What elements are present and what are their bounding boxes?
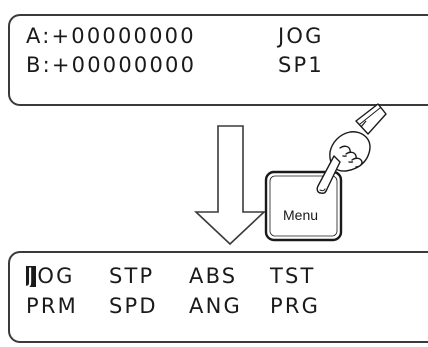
motion-marks	[360, 120, 367, 128]
menu-item-abs[interactable]: ABS	[189, 264, 238, 288]
lcd-line-2-right: SP1	[278, 53, 324, 77]
menu-key-label: Menu	[283, 207, 319, 223]
lcd-line-2-left: B:+00000000	[26, 53, 197, 77]
menu-item-prm[interactable]: PRM	[26, 294, 78, 318]
lcd-line-1-left: A:+00000000	[26, 24, 196, 48]
down-arrow-icon	[193, 125, 267, 246]
menu-item-jog-rest: OG	[37, 264, 75, 288]
menu-item-spd[interactable]: SPD	[109, 294, 158, 318]
menu-item-jog[interactable]: JOG	[26, 266, 75, 287]
menu-item-ang[interactable]: ANG	[189, 294, 242, 318]
menu-item-tst[interactable]: TST	[270, 264, 316, 288]
lcd-display-top: A:+00000000 JOG B:+00000000 SP1	[8, 14, 428, 106]
lcd-display-bottom: JOG STP ABS TST PRM SPD ANG PRG	[8, 251, 428, 343]
cursor-highlight: J	[26, 264, 37, 288]
menu-item-stp[interactable]: STP	[109, 264, 155, 288]
lcd-line-1-right: JOG	[278, 24, 324, 48]
pointing-hand-icon	[316, 103, 387, 194]
menu-item-prg[interactable]: PRG	[270, 294, 321, 318]
